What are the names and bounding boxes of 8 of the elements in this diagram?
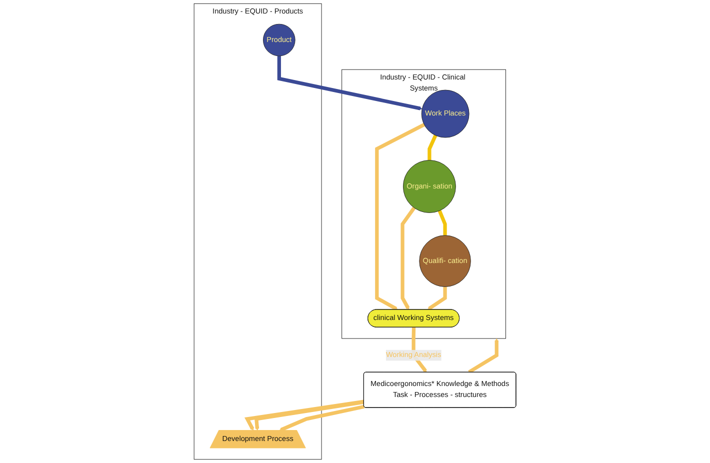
arrow xyxy=(427,286,447,310)
arrow xyxy=(279,404,365,432)
arrow xyxy=(400,206,416,310)
connector xyxy=(438,210,447,236)
arrow xyxy=(277,56,422,110)
arrow xyxy=(375,123,426,310)
connector xyxy=(428,134,438,160)
arrow xyxy=(468,338,499,374)
